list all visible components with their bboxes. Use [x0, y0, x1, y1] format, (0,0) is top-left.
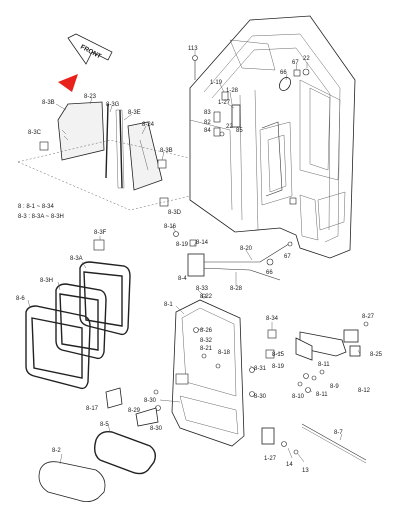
label-8-3H: 8-3H [40, 278, 53, 284]
label-8-17: 8-17 [86, 406, 99, 412]
label-8-2: 8-2 [52, 448, 61, 454]
note-8-range: 8 : 8-1 ~ 8-34 [18, 204, 55, 210]
label-8-30-a: 8-30 [254, 394, 267, 400]
label-8-3B-top: 8-3B [42, 100, 55, 106]
label-8-11-b: 8-11 [316, 392, 328, 398]
label-8-3A: 8-3A [70, 256, 83, 262]
label-8-15: 8-15 [272, 352, 285, 358]
label-22-b: 22 [226, 124, 233, 130]
label-8-9: 8-9 [330, 384, 339, 390]
label-8-3D: 8-3D [168, 210, 182, 216]
label-8-10: 8-10 [292, 394, 305, 400]
label-8-21: 8-21 [200, 346, 213, 352]
window-seal-strip [105, 103, 125, 189]
red-pointer-triangle [58, 74, 78, 92]
label-67: 67 [292, 60, 299, 66]
label-8-32: 8-32 [200, 338, 213, 344]
label-8-14: 8-14 [196, 240, 209, 246]
part-labels: 113 66 67 22 1-19 1-28 1-27 83 82 84 22 … [16, 46, 383, 474]
label-8-30-b: 8-30 [144, 398, 157, 404]
label-8-19-b: 8-19 [272, 364, 285, 370]
note-8-3-range: 8-3 : 8-3A ~ 8-3H [18, 214, 64, 220]
rear-quarter-glass [127, 121, 163, 191]
clip-8-3B [157, 159, 167, 169]
label-8-18: 8-18 [218, 350, 231, 356]
door-lower-parts [38, 387, 159, 502]
part-8-17 [105, 387, 123, 409]
label-1-27: 1-27 [218, 100, 231, 106]
clip-8-3C [39, 141, 49, 151]
front-upper-glass [57, 101, 105, 161]
label-8-6: 8-6 [16, 296, 25, 302]
label-8-23: 8-23 [84, 94, 97, 100]
label-8-3F: 8-3F [94, 230, 107, 236]
label-84: 84 [204, 128, 211, 134]
label-8-1: 8-1 [164, 302, 173, 308]
label-8-25: 8-25 [370, 352, 383, 358]
label-8-31: 8-31 [254, 366, 267, 372]
cab-hardware [192, 55, 310, 205]
label-1-27-b: 1-27 [264, 456, 277, 462]
label-66: 66 [280, 70, 287, 76]
label-8-27: 8-27 [362, 314, 375, 320]
cab-frame [189, 15, 356, 259]
label-67-b: 67 [284, 254, 291, 260]
label-8-29: 8-29 [128, 408, 141, 414]
leader-lines [27, 50, 361, 465]
label-66-b: 66 [266, 270, 273, 276]
label-1-28: 1-28 [226, 88, 239, 94]
label-8-33: 8-33 [196, 286, 209, 292]
label-13: 13 [302, 468, 309, 474]
label-8-3C: 8-3C [28, 130, 42, 136]
label-8-5: 8-5 [100, 422, 109, 428]
label-8-20: 8-20 [240, 246, 253, 252]
door-handle-hinge [261, 321, 369, 464]
label-8-34: 8-34 [266, 316, 279, 322]
label-8-26: 8-26 [200, 328, 213, 334]
label-8-3E: 8-3E [128, 110, 141, 116]
label-8-3B-mid: 8-3B [160, 148, 173, 154]
label-8-19-top: 8-19 [176, 242, 189, 248]
label-8-12: 8-12 [358, 388, 371, 394]
label-14: 14 [286, 462, 293, 468]
latch-rod-assembly [173, 231, 293, 281]
label-8-30-c: 8-30 [150, 426, 163, 432]
label-8-24: 8-24 [142, 122, 155, 128]
part-8-29 [135, 407, 159, 427]
label-8-4: 8-4 [178, 276, 187, 282]
front-arrow-group: FRONT [58, 33, 113, 92]
label-8-11-a: 8-11 [318, 362, 330, 368]
door-window-seals [25, 239, 131, 390]
label-1-19: 1-19 [210, 80, 223, 86]
label-113: 113 [188, 46, 198, 52]
label-8-16: 8-16 [164, 224, 177, 230]
label-8-7: 8-7 [334, 430, 343, 436]
cab-door [153, 293, 255, 447]
label-8-28: 8-28 [230, 286, 243, 292]
label-83: 83 [204, 110, 211, 116]
label-85: 85 [236, 128, 243, 134]
label-82: 82 [204, 120, 211, 126]
label-8-3G: 8-3G [106, 102, 120, 108]
label-8-22: 8-22 [200, 294, 213, 300]
label-22: 22 [303, 56, 310, 62]
front-direction-arrow [67, 33, 113, 65]
